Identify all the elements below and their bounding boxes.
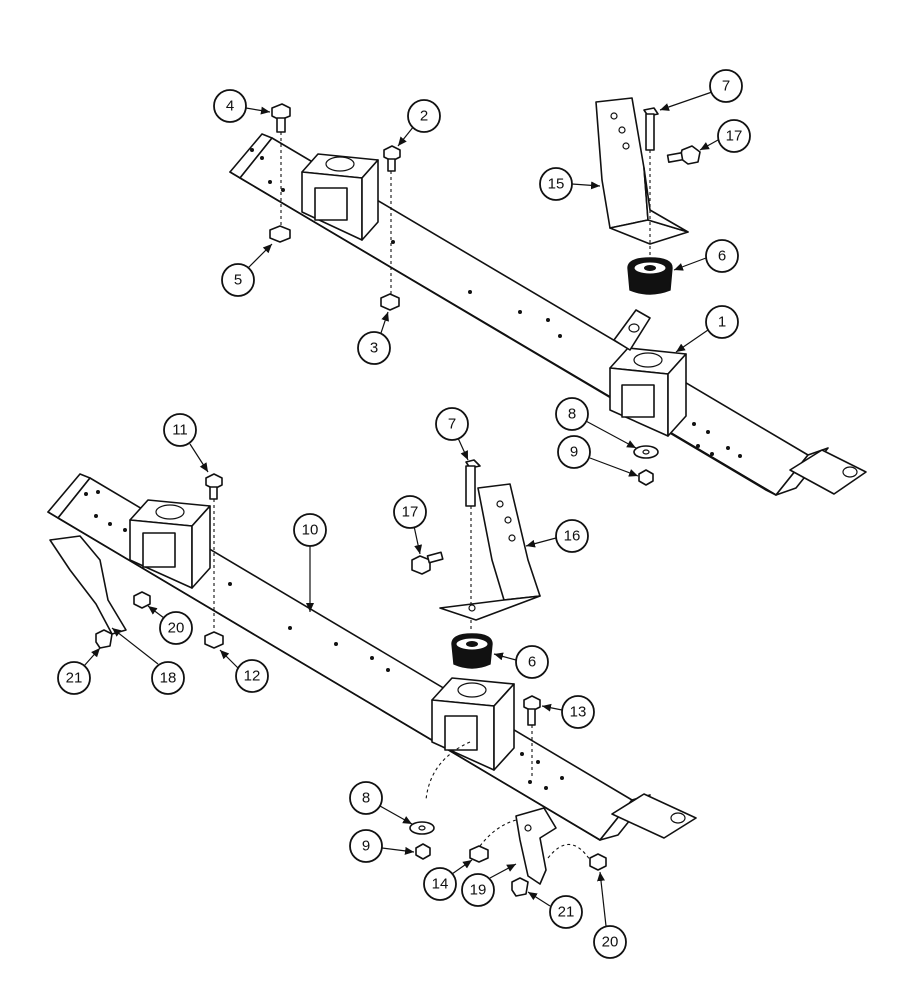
callout-15: 15 (539, 167, 573, 201)
bolt-item-4 (271, 103, 291, 228)
callout-1: 1 (705, 305, 739, 339)
callout-20-left: 20 (159, 611, 193, 645)
rubber-mount-item-6-upper (627, 257, 673, 295)
callout-18: 18 (151, 661, 185, 695)
callout-9-upper: 9 (557, 435, 591, 469)
nut-item-5 (269, 225, 291, 243)
callout-21-left: 21 (57, 661, 91, 695)
washer-item-8-lower (409, 821, 435, 835)
callout-3: 3 (357, 331, 391, 365)
callout-10: 10 (293, 513, 327, 547)
svg-text:13: 13 (570, 704, 587, 721)
callout-19: 19 (461, 873, 495, 907)
bolt-item-17-lower (411, 551, 444, 575)
svg-text:18: 18 (160, 670, 177, 687)
bolt-item-20-lower (589, 853, 607, 871)
svg-text:5: 5 (234, 272, 242, 289)
bolt-item-11 (205, 473, 223, 628)
lower-crossmember (47, 473, 697, 841)
svg-text:3: 3 (370, 340, 378, 357)
nut-item-14 (469, 845, 489, 863)
leader-dash-bolt20 (547, 843, 591, 861)
nut-item-9-upper (638, 469, 654, 486)
svg-text:7: 7 (448, 416, 456, 433)
callout-17-lower: 17 (393, 495, 427, 529)
svg-text:17: 17 (402, 504, 419, 521)
callout-4: 4 (213, 89, 247, 123)
callout-5: 5 (221, 263, 255, 297)
svg-text:19: 19 (470, 882, 487, 899)
leader-dash-washer (425, 741, 471, 801)
bolt-item-20-upper-left (133, 591, 151, 609)
callout-13: 13 (561, 695, 595, 729)
bracket-item-15 (595, 97, 689, 245)
svg-text:17: 17 (726, 128, 743, 145)
callout-11: 11 (163, 413, 197, 447)
nut-item-3 (380, 293, 400, 311)
bracket-item-18 (49, 535, 127, 635)
rubber-mount-item-6-lower (451, 633, 493, 669)
plug-item-21-lower (511, 877, 529, 897)
callout-2: 2 (407, 99, 441, 133)
callout-20-lower: 20 (593, 925, 627, 959)
nut-item-9-lower (415, 843, 431, 860)
svg-text:9: 9 (570, 444, 578, 461)
plug-item-21-left (95, 629, 113, 649)
callout-21-lower: 21 (549, 895, 583, 929)
callout-16: 16 (555, 519, 589, 553)
bolt-item-2 (383, 145, 401, 295)
bracket-item-19 (515, 807, 557, 885)
bracket-item-16 (439, 483, 541, 621)
nut-item-12 (204, 631, 224, 649)
svg-text:1: 1 (718, 314, 726, 331)
svg-text:12: 12 (244, 668, 261, 685)
svg-text:8: 8 (568, 406, 576, 423)
svg-text:14: 14 (432, 876, 449, 893)
callout-17-upper: 17 (717, 119, 751, 153)
callout-12: 12 (235, 659, 269, 693)
svg-text:10: 10 (302, 522, 319, 539)
svg-text:6: 6 (718, 248, 726, 265)
callout-14: 14 (423, 867, 457, 901)
svg-text:2: 2 (420, 108, 428, 125)
callout-7-upper: 7 (709, 69, 743, 103)
callout-7-lower: 7 (435, 407, 469, 441)
svg-text:6: 6 (528, 654, 536, 671)
svg-text:15: 15 (548, 176, 565, 193)
svg-text:11: 11 (172, 422, 188, 439)
bolt-item-13 (523, 695, 541, 778)
upper-crossmember (229, 133, 867, 496)
svg-text:20: 20 (168, 620, 185, 637)
callout-8-upper: 8 (555, 397, 589, 431)
callout-6-lower: 6 (515, 645, 549, 679)
callout-8-lower: 8 (349, 781, 383, 815)
svg-text:7: 7 (722, 78, 730, 95)
washer-item-8-upper (633, 445, 659, 459)
svg-text:8: 8 (362, 790, 370, 807)
callout-6-upper: 6 (705, 239, 739, 273)
svg-text:9: 9 (362, 838, 370, 855)
svg-text:21: 21 (66, 670, 83, 687)
bolt-item-7-upper (643, 107, 659, 262)
bolt-item-17-upper (666, 145, 701, 165)
callout-9-lower: 9 (349, 829, 383, 863)
svg-text:16: 16 (564, 528, 581, 545)
svg-text:20: 20 (602, 934, 619, 951)
svg-text:21: 21 (558, 904, 575, 921)
svg-text:4: 4 (226, 98, 234, 115)
